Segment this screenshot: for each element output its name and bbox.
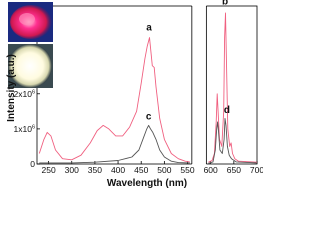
x-tick-label: 300 [65,165,79,175]
series-group [38,12,258,164]
axis-break-gap [191,5,207,165]
y-tick-label: 2x106 [14,89,36,99]
chart: 01x1062x1063x1064x106 250300350400450500… [6,0,263,189]
red-powder-photo [8,2,53,42]
y-axis-title: Intensity (a.u.) [6,54,17,122]
curve-label-a: a [146,23,152,34]
y-tick-label: 1x106 [14,124,36,134]
axis-break [191,5,207,165]
x-tick-label: 250 [41,165,55,175]
x-tick-label: 500 [157,165,171,175]
white-light-photo [8,44,53,88]
x-tick-label: 650 [227,165,241,175]
x-axis-title: Wavelength (nm) [107,178,187,189]
x-tick-label: 550 [180,165,194,175]
inset-photos [8,2,53,88]
x-tick-label: 400 [111,165,125,175]
series-line-gray [208,117,258,164]
x-tick-label: 600 [204,165,218,175]
curve-label-c: c [146,111,152,122]
x-tick-label: 700 [250,165,263,175]
series-line-pink [208,12,258,163]
x-tick-label: 350 [88,165,102,175]
series-line-pink [38,37,190,163]
series-line-gray [39,124,190,164]
y-tick-label: 0 [30,159,35,169]
curve-label-d: d [224,105,230,116]
x-tick-label: 450 [134,165,148,175]
curve-label-b: b [222,0,228,7]
annotations-group: a b c d [146,0,230,122]
